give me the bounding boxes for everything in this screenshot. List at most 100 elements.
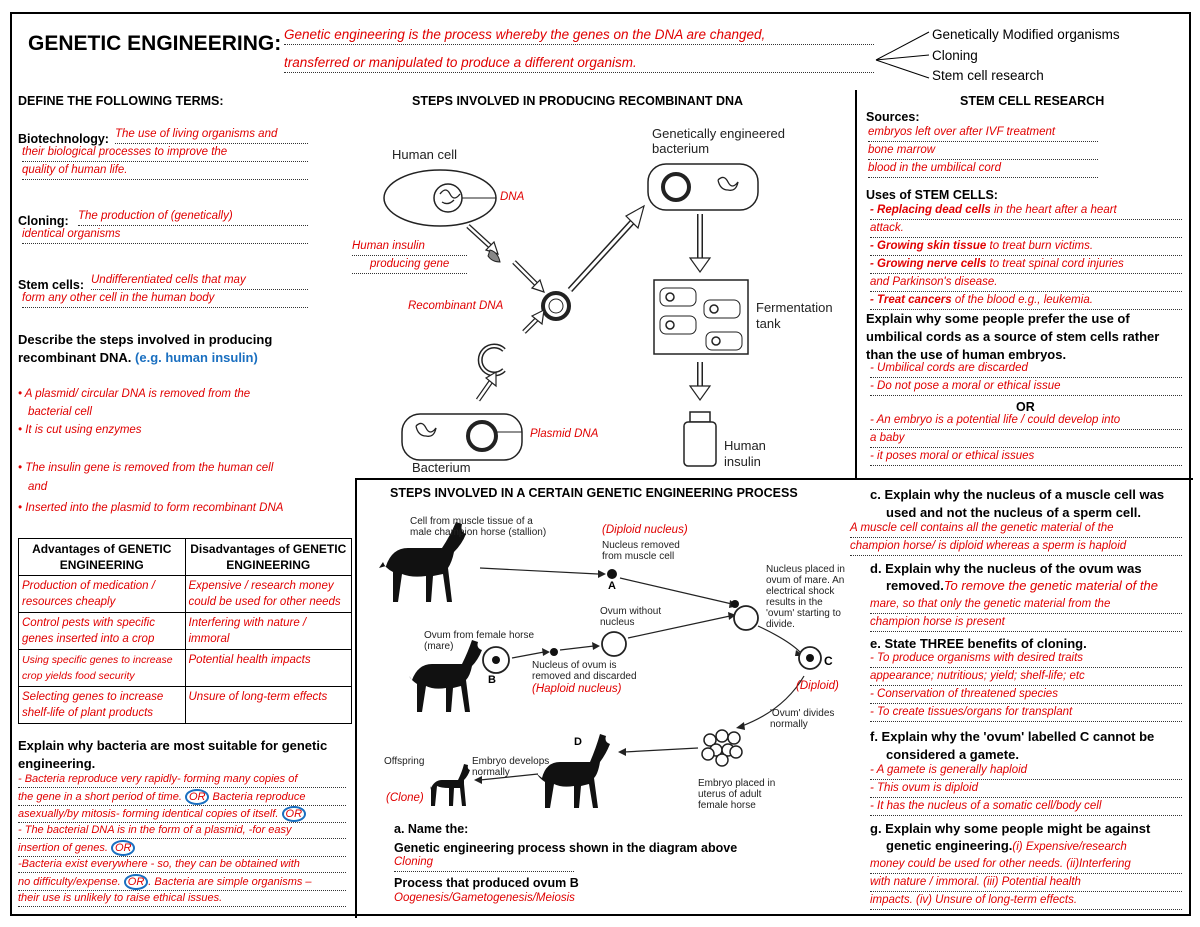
question-a: a. Name the: [394, 822, 469, 836]
question-d-2: removed.To remove the genetic material o… [886, 578, 1158, 593]
ovum-without-label-1: Ovum without [600, 606, 662, 617]
ovum-without-label-2: nucleus [600, 617, 635, 628]
question-a1: Genetic engineering process shown in the… [394, 841, 738, 855]
bacteria-answer-7: no difficulty/expense. OR. Bacteria are … [18, 874, 346, 891]
answer-d-3: champion horse is present [870, 614, 1182, 632]
definition-line-2: transferred or manipulated to produce a … [284, 54, 874, 73]
stem-heading: STEM CELL RESEARCH [960, 94, 1105, 108]
table-row: Control pests with specific genes insert… [18, 612, 352, 650]
embryo-placed-label-2: uterus of adult [698, 789, 762, 800]
cloning-line-2: identical organisms [22, 226, 308, 244]
branch-gmo: Genetically Modified organisms [932, 27, 1120, 42]
define-heading: DEFINE THE FOLLOWING TERMS: [18, 94, 224, 108]
question-c-2: used and not the nucleus of a sperm cell… [886, 505, 1141, 520]
table-row: Using specific genes to increase crop yi… [18, 649, 352, 687]
stem-answer-5: - it poses moral or ethical issues [870, 448, 1182, 466]
stem-answer-1: - Umbilical cords are discarded [870, 360, 1182, 378]
table-cell: Control pests with specific genes insert… [18, 612, 186, 650]
ovum-female-label-1: Ovum from female horse [424, 630, 535, 641]
bacteria-answer-8: their use is unlikely to raise ethical i… [18, 891, 346, 907]
table-cell: Using specific genes to increase crop yi… [18, 649, 186, 687]
describe-question-2: recombinant DNA. (e.g. human insulin) [18, 350, 258, 365]
muscle-cell-label-1: Cell from muscle tissue of a [410, 516, 533, 527]
question-g-1: g. Explain why some people might be agai… [870, 821, 1151, 836]
page-title: GENETIC ENGINEERING: [28, 32, 282, 55]
question-f-1: f. Explain why the 'ovum' labelled C can… [870, 729, 1155, 744]
label-d: D [574, 736, 582, 748]
bacteria-answer-6: -Bacteria exist everywhere - so, they ca… [18, 857, 346, 873]
embryo-placed-label-1: Embryo placed in [698, 778, 776, 789]
bacteria-answer-1: - Bacteria reproduce very rapidly- formi… [18, 772, 346, 788]
cloning-diagram [379, 522, 822, 808]
biotech-line-3: quality of human life. [22, 162, 308, 180]
question-e: e. State THREE benefits of cloning. [870, 636, 1087, 651]
nucleus-placed-label-5: 'ovum' starting to [766, 608, 841, 619]
answer-g-3: with nature / immoral. (iii) Potential h… [870, 874, 1182, 892]
cloning-line-1: The production of (genetically) [78, 208, 308, 226]
nucleus-placed-label-6: divide. [766, 619, 795, 630]
answer-d-2: mare, so that only the genetic material … [870, 596, 1182, 614]
offspring-foal-icon [430, 764, 470, 806]
biotech-line-1: The use of living organisms and [115, 126, 308, 144]
step-3: • The insulin gene is removed from the h… [18, 462, 274, 474]
human-cell-label: Human cell [392, 147, 458, 162]
nucleus-placed-label-3: electrical shock [766, 586, 835, 597]
table-cell: Unsure of long-term effects [184, 686, 352, 724]
step-2: • It is cut using enzymes [18, 424, 142, 436]
stem-answer-4: a baby [870, 430, 1182, 448]
biotech-line-2: their biological processes to improve th… [22, 144, 308, 162]
advantages-table: Advantages of GENETIC ENGINEERING Disadv… [18, 538, 352, 724]
branch-cloning: Cloning [932, 48, 978, 63]
muscle-cell-label-2: male champion horse (stallion) [410, 527, 547, 538]
nucleus-removed-label-1: Nucleus removed [602, 540, 680, 551]
nucleus-ovum-label-1: Nucleus of ovum is [532, 660, 617, 671]
table-header-disadvantages: Disadvantages of GENETIC ENGINEERING [184, 538, 352, 576]
answer-f-3: - It has the nucleus of a somatic cell/b… [870, 798, 1182, 816]
question-g-2: genetic engineering.(i) Expensive/resear… [886, 838, 1127, 853]
stem-answer-3: - An embryo is a potential life / could … [870, 412, 1182, 430]
stem-question-2: umbilical cords as a source of stem cell… [866, 329, 1160, 344]
nucleus-placed-label-2: ovum of mare. An [766, 575, 845, 586]
use-3b: and Parkinson's disease. [870, 274, 1182, 292]
bacterium-label: Bacterium [412, 460, 471, 475]
label-c: C [824, 654, 833, 668]
source-1: embryos left over after IVF treatment [868, 124, 1098, 142]
ge-bacterium-label-1: Genetically engineered [652, 126, 785, 141]
stem-question-3: than the use of human embryos. [866, 347, 1067, 362]
divider-left-bottom [355, 478, 357, 918]
clone-label: (Clone) [386, 792, 424, 804]
source-3: blood in the umbilical cord [868, 160, 1098, 178]
definition-line-1: Genetic engineering is the process where… [284, 26, 874, 45]
ge-bacterium-label-2: bacterium [652, 141, 710, 156]
answer-e-1: - To produce organisms with desired trai… [870, 650, 1182, 668]
bacteria-answer-2: the gene in a short period of time. OR B… [18, 789, 346, 806]
table-cell: Production of medication / resources che… [18, 575, 186, 613]
stallion-horse-icon [379, 522, 466, 602]
embryo-placed-label-3: female horse [698, 800, 756, 811]
biotech-label: Biotechnology: [18, 132, 109, 146]
use-1b: attack. [870, 220, 1182, 238]
answer-f-1: - A gamete is generally haploid [870, 762, 1182, 780]
step-1: • A plasmid/ circular DNA is removed fro… [18, 388, 251, 400]
bacteria-question-2: engineering. [18, 756, 96, 771]
answer-e-4: - To create tissues/organs for transplan… [870, 704, 1182, 722]
insulin-label-1: Human [724, 438, 766, 453]
nucleus-removed-label-2: from muscle cell [602, 551, 675, 562]
insulin-gene-label-2: producing gene [352, 256, 467, 274]
table-cell: Interfering with nature / immoral [184, 612, 352, 650]
stem-line-2: form any other cell in the human body [22, 290, 308, 308]
insulin-gene-label-1: Human insulin [352, 238, 467, 256]
describe-question-1: Describe the steps involved in producing [18, 332, 273, 347]
table-cell: Selecting genes to increase shelf-life o… [18, 686, 186, 724]
plasmid-dna-label: Plasmid DNA [530, 428, 599, 440]
recombinant-diagram [383, 163, 759, 467]
recombinant-heading: STEPS INVOLVED IN PRODUCING RECOMBINANT … [412, 94, 744, 108]
fermentation-label-2: tank [756, 316, 781, 331]
embryo-cells-icon [701, 729, 743, 767]
step-4: • Inserted into the plasmid to form reco… [18, 502, 284, 514]
diploid-label: (Diploid) [796, 680, 839, 692]
divider-horizontal [355, 478, 1193, 480]
divider-right-top [855, 90, 857, 478]
mare-horse-icon [409, 640, 482, 712]
ovum-divides-label-2: normally [770, 719, 808, 730]
